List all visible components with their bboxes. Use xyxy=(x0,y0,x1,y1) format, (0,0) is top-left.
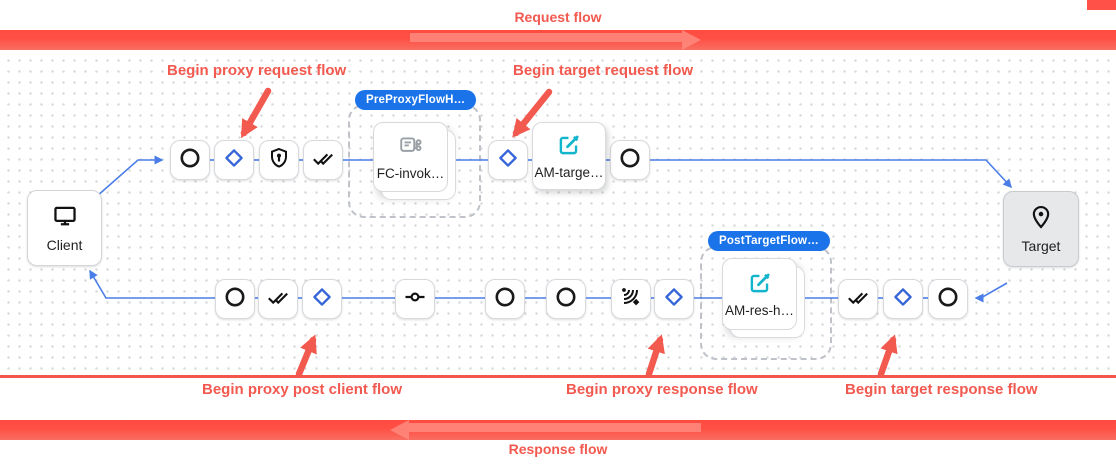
target-node[interactable]: Target xyxy=(1003,191,1079,267)
am-response-label: AM-res-h… xyxy=(724,303,794,318)
edit-icon xyxy=(747,270,773,299)
shield-icon xyxy=(267,146,291,175)
client-label: Client xyxy=(46,237,83,253)
fc-invoke-label: FC-invok… xyxy=(376,166,445,181)
canvas-bottom-line xyxy=(0,375,1116,378)
diamond-icon xyxy=(891,285,915,314)
flow-step-diamond[interactable] xyxy=(654,279,694,319)
flow-step-diamond[interactable] xyxy=(488,140,528,180)
double-check-icon xyxy=(266,285,290,314)
request-arrow-body xyxy=(410,33,682,42)
target-label: Target xyxy=(1021,238,1061,254)
band-remnant xyxy=(1087,0,1116,10)
annotation-begin-proxy-post-client: Begin proxy post client flow xyxy=(202,381,403,398)
client-node[interactable]: Client xyxy=(27,190,102,266)
flow-step-diamond[interactable] xyxy=(883,279,923,319)
commit-icon xyxy=(403,285,427,314)
circle-icon xyxy=(223,285,247,314)
diamond-icon xyxy=(662,285,686,314)
flow-step-commit[interactable] xyxy=(395,279,435,319)
flow-step-double-check[interactable] xyxy=(258,279,298,319)
post-target-flow-badge[interactable]: PostTargetFlow… xyxy=(708,231,830,251)
flow-step-diamond[interactable] xyxy=(214,140,254,180)
response-flow-label: Response flow xyxy=(508,441,608,457)
flow-step-shield[interactable] xyxy=(259,140,299,180)
annotation-begin-proxy-response: Begin proxy response flow xyxy=(566,381,758,398)
flow-step-antenna[interactable] xyxy=(611,279,651,319)
am-target-label: AM-targe… xyxy=(534,165,604,180)
flow-step-circle[interactable] xyxy=(485,279,525,319)
circle-icon xyxy=(178,146,202,175)
circle-icon xyxy=(554,285,578,314)
flow-step-circle[interactable] xyxy=(928,279,968,319)
flow-callout-icon xyxy=(398,133,424,162)
request-flow-label: Request flow xyxy=(514,9,602,25)
pre-proxy-flow-badge[interactable]: PreProxyFlowH… xyxy=(355,90,477,110)
am-target-policy-node[interactable]: AM-targe… xyxy=(532,122,606,190)
flow-step-diamond[interactable] xyxy=(302,279,342,319)
request-arrow-head xyxy=(682,30,701,50)
request-flow-band xyxy=(0,30,1116,50)
flow-step-circle[interactable] xyxy=(170,140,210,180)
monitor-icon xyxy=(52,203,78,232)
diamond-icon xyxy=(310,285,334,314)
diamond-icon xyxy=(222,146,246,175)
antenna-icon xyxy=(619,285,643,314)
fc-invoke-policy-node[interactable]: FC-invok… xyxy=(373,122,448,192)
flow-step-double-check[interactable] xyxy=(838,279,878,319)
circle-icon xyxy=(493,285,517,314)
response-flow-band xyxy=(0,420,1116,440)
double-check-icon xyxy=(311,146,335,175)
diamond-icon xyxy=(496,146,520,175)
response-arrow-head xyxy=(390,420,409,440)
double-check-icon xyxy=(846,285,870,314)
pin-icon xyxy=(1028,204,1054,233)
response-arrow-body xyxy=(409,423,701,432)
flow-canvas xyxy=(0,52,1116,375)
annotation-begin-target-response: Begin target response flow xyxy=(845,381,1038,398)
annotation-begin-target-request: Begin target request flow xyxy=(513,62,694,79)
flow-step-double-check[interactable] xyxy=(303,140,343,180)
flow-step-circle[interactable] xyxy=(546,279,586,319)
edit-icon xyxy=(556,132,582,161)
circle-icon xyxy=(618,146,642,175)
circle-icon xyxy=(936,285,960,314)
annotation-begin-proxy-request: Begin proxy request flow xyxy=(167,62,347,79)
am-response-policy-node[interactable]: AM-res-h… xyxy=(722,258,797,330)
flow-step-circle[interactable] xyxy=(215,279,255,319)
flow-step-circle[interactable] xyxy=(610,140,650,180)
